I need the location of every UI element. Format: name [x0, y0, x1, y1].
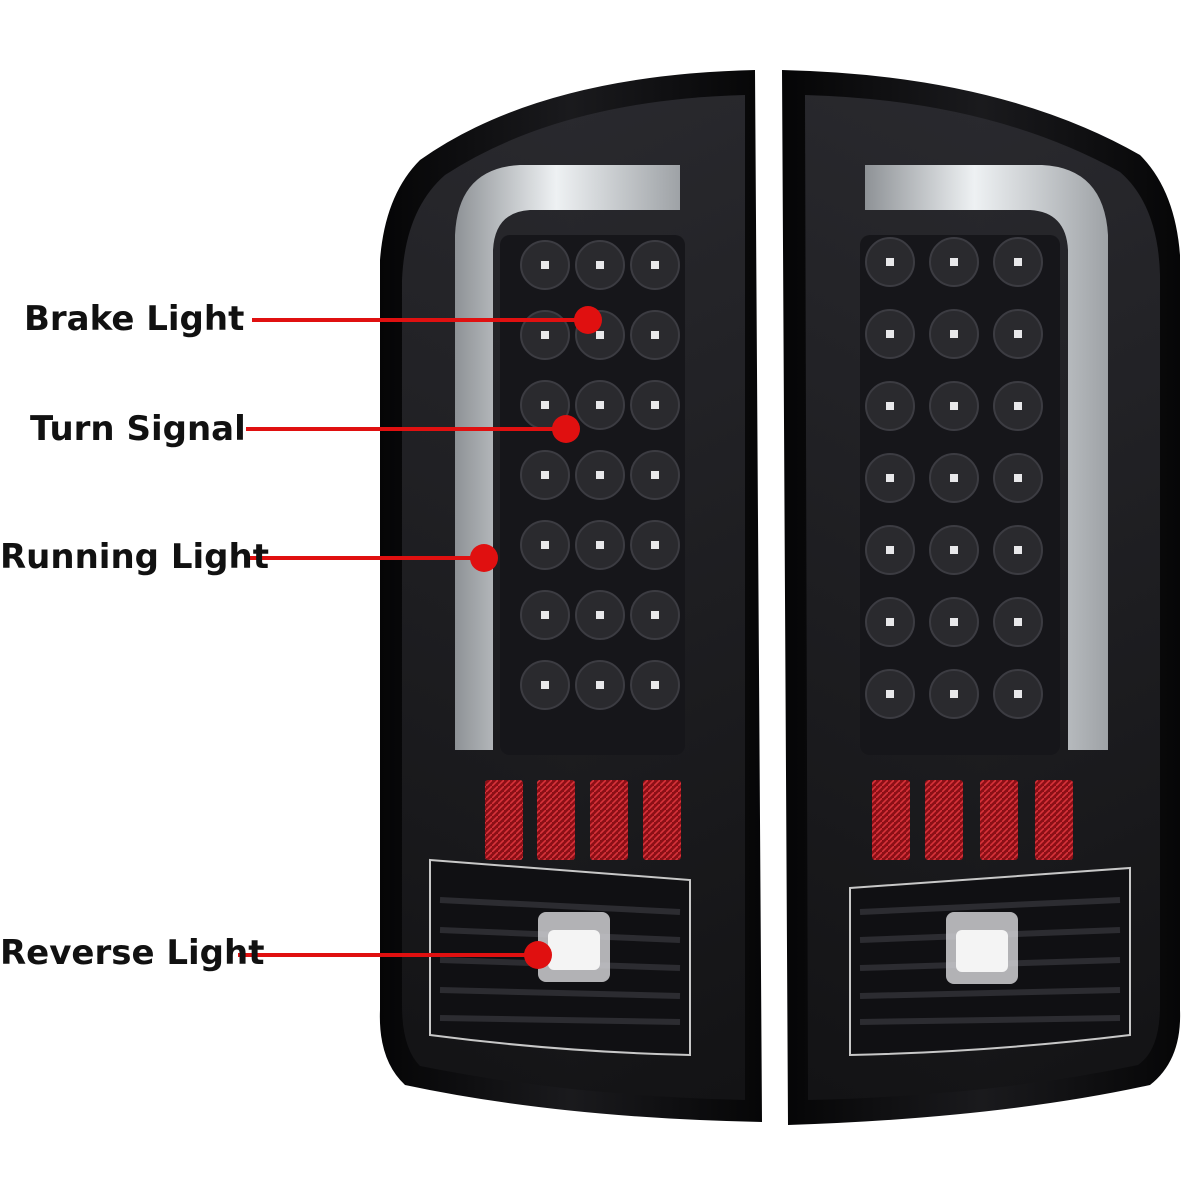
led-chip [886, 474, 894, 482]
led-chip [541, 681, 549, 689]
reflector-block [1035, 780, 1073, 860]
left-led-grid [520, 240, 680, 710]
callout-pointers [238, 306, 602, 969]
reflector-block [872, 780, 910, 860]
led-chip [950, 546, 958, 554]
left-reverse-bulb [538, 912, 610, 982]
led-chip [596, 681, 604, 689]
led-chip [1014, 474, 1022, 482]
led-chip [950, 618, 958, 626]
led-chip [886, 258, 894, 266]
running-light-label: Running Light [0, 537, 269, 577]
led-chip [651, 401, 659, 409]
callout-dot-icon [552, 415, 580, 443]
brake-light-label: Brake Light [24, 299, 245, 339]
callout-dot-icon [574, 306, 602, 334]
led-chip [541, 261, 549, 269]
led-chip [950, 474, 958, 482]
reflector-block [643, 780, 681, 860]
led-chip [651, 541, 659, 549]
left-running-light-bar [455, 165, 680, 750]
reflector-block [980, 780, 1018, 860]
led-chip [886, 546, 894, 554]
led-chip [651, 261, 659, 269]
led-chip [950, 690, 958, 698]
led-chip [651, 681, 659, 689]
led-chip [596, 331, 604, 339]
right-tail-light [782, 70, 1181, 1125]
turn-signal-label: Turn Signal [30, 409, 246, 449]
left-reverse-louvers [439, 897, 681, 1025]
led-chip [950, 402, 958, 410]
callout-dot-icon [524, 941, 552, 969]
led-chip [541, 541, 549, 549]
led-chip [886, 402, 894, 410]
led-chip [596, 541, 604, 549]
led-chip [886, 690, 894, 698]
led-chip [651, 611, 659, 619]
led-chip [950, 258, 958, 266]
led-chip [596, 471, 604, 479]
led-chip [541, 471, 549, 479]
led-chip [1014, 690, 1022, 698]
right-red-reflectors [872, 780, 1073, 860]
right-running-light-bar [865, 165, 1108, 750]
led-chip [596, 401, 604, 409]
led-chip [950, 330, 958, 338]
led-chip [886, 330, 894, 338]
reflector-block [590, 780, 628, 860]
led-chip [1014, 402, 1022, 410]
left-red-reflectors [485, 780, 681, 860]
led-chip [596, 611, 604, 619]
left-tail-light [379, 70, 762, 1122]
right-reverse-bulb [946, 912, 1018, 984]
led-chip [651, 331, 659, 339]
led-chip [541, 611, 549, 619]
led-chip [596, 261, 604, 269]
led-chip [541, 401, 549, 409]
led-chip [651, 471, 659, 479]
right-led-grid [865, 237, 1043, 719]
reflector-block [925, 780, 963, 860]
reverse-light-label: Reverse Light [0, 933, 265, 973]
led-chip [1014, 330, 1022, 338]
callout-dot-icon [470, 544, 498, 572]
led-chip [886, 618, 894, 626]
led-chip [541, 331, 549, 339]
reflector-block [537, 780, 575, 860]
reflector-block [485, 780, 523, 860]
led-chip [1014, 258, 1022, 266]
led-chip [1014, 618, 1022, 626]
led-chip [1014, 546, 1022, 554]
